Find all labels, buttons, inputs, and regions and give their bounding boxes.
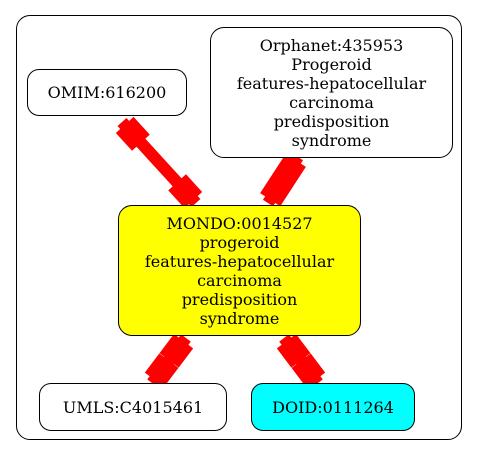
- node-orphanet-label-line-6: syndrome: [291, 130, 372, 150]
- edge-omim-mondo: [115, 116, 203, 209]
- node-mondo-label-line-5: predisposition: [181, 289, 298, 309]
- node-orphanet-label-line-1: Orphanet:435953: [259, 35, 404, 55]
- node-orphanet[interactable]: Orphanet:435953 Progeroid features-hepat…: [210, 27, 453, 158]
- edge-end-marker: [159, 333, 194, 368]
- edge-end-marker: [144, 353, 179, 388]
- edge-orphanet-mondo: [260, 153, 306, 207]
- node-mondo[interactable]: MONDO:0014527 progeroid features-hepatoc…: [118, 205, 361, 336]
- node-umls-label: UMLS:C4015461: [62, 397, 204, 417]
- node-mondo-label-line-3: features-hepatocellular: [144, 251, 335, 271]
- node-doid[interactable]: DOID:0111264: [251, 383, 415, 431]
- node-orphanet-label-line-4: carcinoma: [289, 92, 374, 112]
- node-mondo-label-line-6: syndrome: [199, 308, 280, 328]
- edge-end-marker: [276, 333, 311, 368]
- node-mondo-label-line-4: carcinoma: [197, 270, 282, 290]
- node-mondo-label-line-2: progeroid: [199, 232, 280, 252]
- edge-end-marker: [260, 172, 294, 207]
- node-mondo-label-line-1: MONDO:0014527: [166, 213, 313, 233]
- edge-end-marker: [168, 174, 203, 209]
- node-umls[interactable]: UMLS:C4015461: [39, 383, 227, 431]
- edge-mondo-doid: [276, 333, 326, 388]
- node-orphanet-label-line-3: features-hepatocellular: [236, 73, 427, 93]
- node-orphanet-label-line-5: predisposition: [273, 111, 390, 131]
- edge-mondo-umls: [144, 333, 194, 388]
- node-omim-label: OMIM:616200: [47, 83, 167, 102]
- edge-end-marker: [291, 353, 326, 388]
- edge-end-marker: [115, 116, 150, 151]
- node-doid-label: DOID:0111264: [272, 397, 394, 417]
- node-omim[interactable]: OMIM:616200: [27, 69, 187, 116]
- node-orphanet-label-line-2: Progeroid: [291, 54, 372, 74]
